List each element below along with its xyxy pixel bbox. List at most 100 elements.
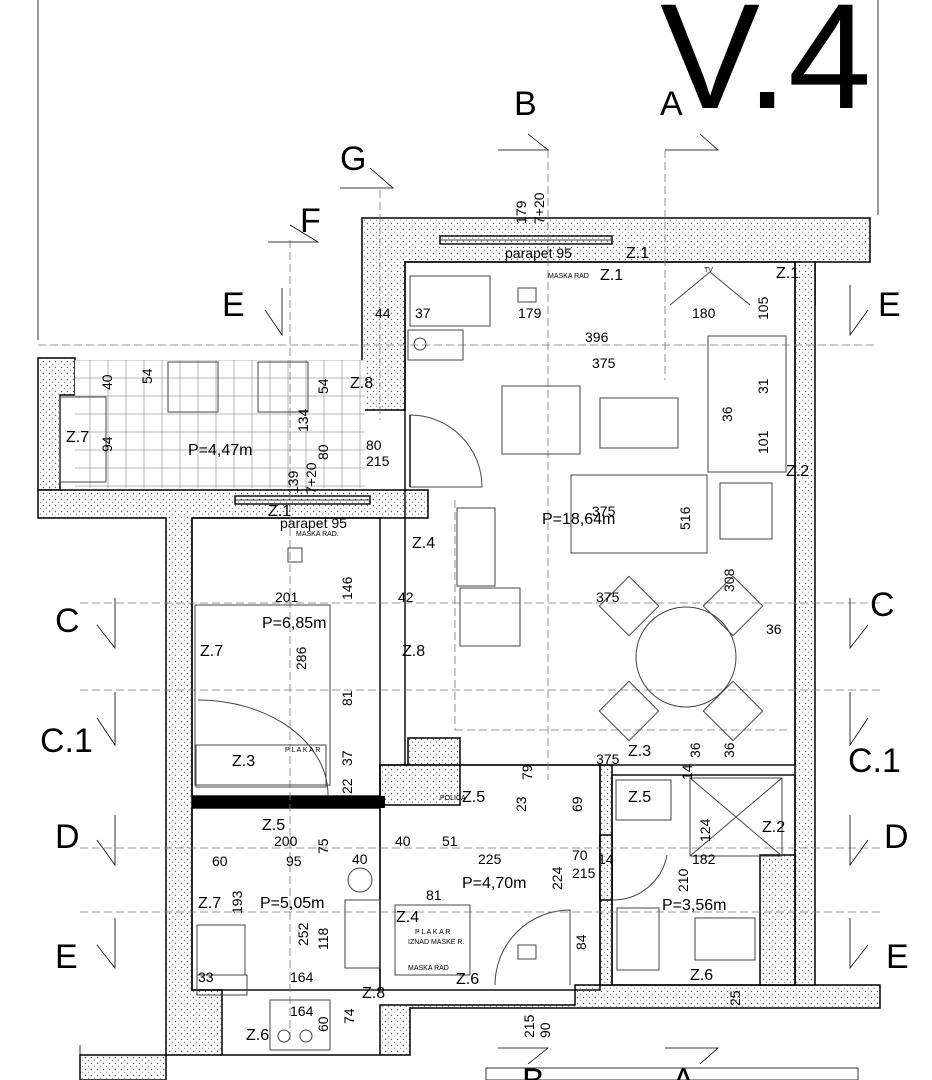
desk: [456, 507, 496, 587]
dim-label: 37: [415, 305, 431, 321]
dim-label: 252: [295, 922, 311, 946]
dining-chair-2: [702, 575, 764, 637]
zone-tag: Z.8: [362, 985, 385, 1002]
washbasin: [616, 907, 660, 971]
dim-label: 36: [719, 406, 735, 422]
plakar-label-hall-2: IZNAD MASKE R.: [408, 939, 464, 946]
sofa-center: [570, 474, 708, 554]
stove: [196, 924, 246, 976]
title-block-edge: [485, 1067, 859, 1080]
zone-tag: Z.6: [456, 971, 479, 988]
zone-tag: Z.3: [628, 743, 651, 760]
balcony-bench: [59, 396, 107, 483]
room-area-bath: P=3,56m: [662, 897, 726, 914]
balcony-wall-left: [37, 357, 76, 491]
dim-label: 33: [198, 969, 214, 985]
parapet-label-bedroom: parapet 95: [280, 515, 347, 531]
dim-label: 224: [549, 866, 565, 890]
zone-tag: Z.1: [776, 265, 799, 282]
inner-wall-hall-bath: [599, 834, 613, 901]
dim-label: 193: [229, 890, 245, 914]
dim-label: 31: [755, 378, 771, 394]
dining-chair-1: [598, 575, 660, 637]
tv-marker: [669, 271, 751, 306]
room-area-living: P=18,64m: [542, 511, 615, 528]
maska-label-top: MASKA RAD: [548, 273, 589, 280]
zone-tag: Z.1: [600, 267, 623, 284]
dining-chair-3: [598, 680, 660, 742]
dim-label: 60: [212, 853, 228, 869]
dim-label: 74: [341, 1008, 357, 1024]
dim-label: 44: [375, 305, 391, 321]
dim-label: 81: [426, 887, 442, 903]
shower: [689, 777, 783, 857]
wall-right-main: [794, 261, 816, 986]
section-label-c1-right: C.1: [848, 742, 901, 780]
zone-tag: Z.1: [626, 245, 649, 262]
hall-outline: [379, 764, 601, 991]
plakar-label-bedroom: P L A K A R: [285, 747, 320, 754]
section-b-top-marker: [498, 133, 550, 151]
zone-tag: Z.3: [232, 753, 255, 770]
dim-label: 375: [592, 355, 616, 371]
section-g-marker: [340, 167, 395, 189]
section-label-f: F: [300, 202, 321, 240]
dim-label: 180: [692, 305, 716, 321]
dim-label: 179: [518, 305, 542, 321]
sink-kitchen: [269, 999, 331, 1051]
dim-label: 14: [598, 851, 614, 867]
washing-machine: [615, 779, 672, 821]
dim-label: 139: [285, 470, 301, 494]
dim-label: 22: [339, 778, 355, 794]
zone-tag: Z.7: [198, 895, 221, 912]
zone-tag: Z.8: [350, 375, 373, 392]
chair-desk: [459, 587, 521, 647]
section-label-c-left: C: [55, 602, 80, 640]
dim-label: 69: [569, 796, 585, 812]
dim-label: 200: [274, 833, 298, 849]
side-table: [719, 482, 773, 540]
dim-label: 80: [315, 444, 331, 460]
section-label-b-top: B: [514, 85, 537, 123]
dim-label: 37: [339, 750, 355, 766]
dim-label: 40: [99, 374, 115, 390]
polica-label: POLICA: [440, 795, 466, 802]
dim-label: 516: [677, 506, 693, 530]
section-label-c1-left: C.1: [40, 722, 93, 760]
dim-label: 70: [572, 847, 588, 863]
dim-label: 80: [366, 437, 382, 453]
zone-tag: Z.1: [268, 503, 291, 520]
dim-label: 7+20: [303, 462, 319, 494]
toilet: [694, 917, 756, 961]
section-label-g: G: [340, 140, 366, 178]
dim-label: 215: [366, 453, 390, 469]
dim-label: 60: [315, 1016, 331, 1032]
dim-label: 164: [290, 969, 314, 985]
kitchenette-top: [409, 275, 491, 327]
dim-label: 286: [293, 646, 309, 670]
armchair-left: [501, 385, 581, 455]
room-area-bedroom: P=6,85m: [262, 615, 326, 632]
zone-tag: Z.6: [246, 1027, 269, 1044]
zone-tag: Z.5: [462, 789, 485, 806]
dim-label: 182: [692, 851, 716, 867]
zone-tag: Z.5: [628, 789, 651, 806]
plan-title: V.4: [660, 0, 871, 140]
section-label-d-left: D: [55, 818, 80, 856]
entrance-door: [494, 909, 571, 986]
dim-label: 42: [398, 589, 414, 605]
zone-tag: Z.5: [262, 817, 285, 834]
zone-tag: Z.2: [762, 819, 785, 836]
zone-tag: Z.7: [66, 429, 89, 446]
section-label-a-top: A: [660, 85, 683, 123]
zone-tag: Z.2: [786, 463, 809, 480]
tv-label: TV: [704, 267, 713, 274]
section-a-top-marker: [665, 133, 720, 151]
dim-label: 84: [573, 934, 589, 950]
dim-label: 51: [442, 833, 458, 849]
parapet-label-top: parapet 95: [505, 245, 572, 261]
dining-chair-4: [702, 680, 764, 742]
sink-top: [407, 329, 464, 361]
zone-tag: Z.8: [402, 643, 425, 660]
